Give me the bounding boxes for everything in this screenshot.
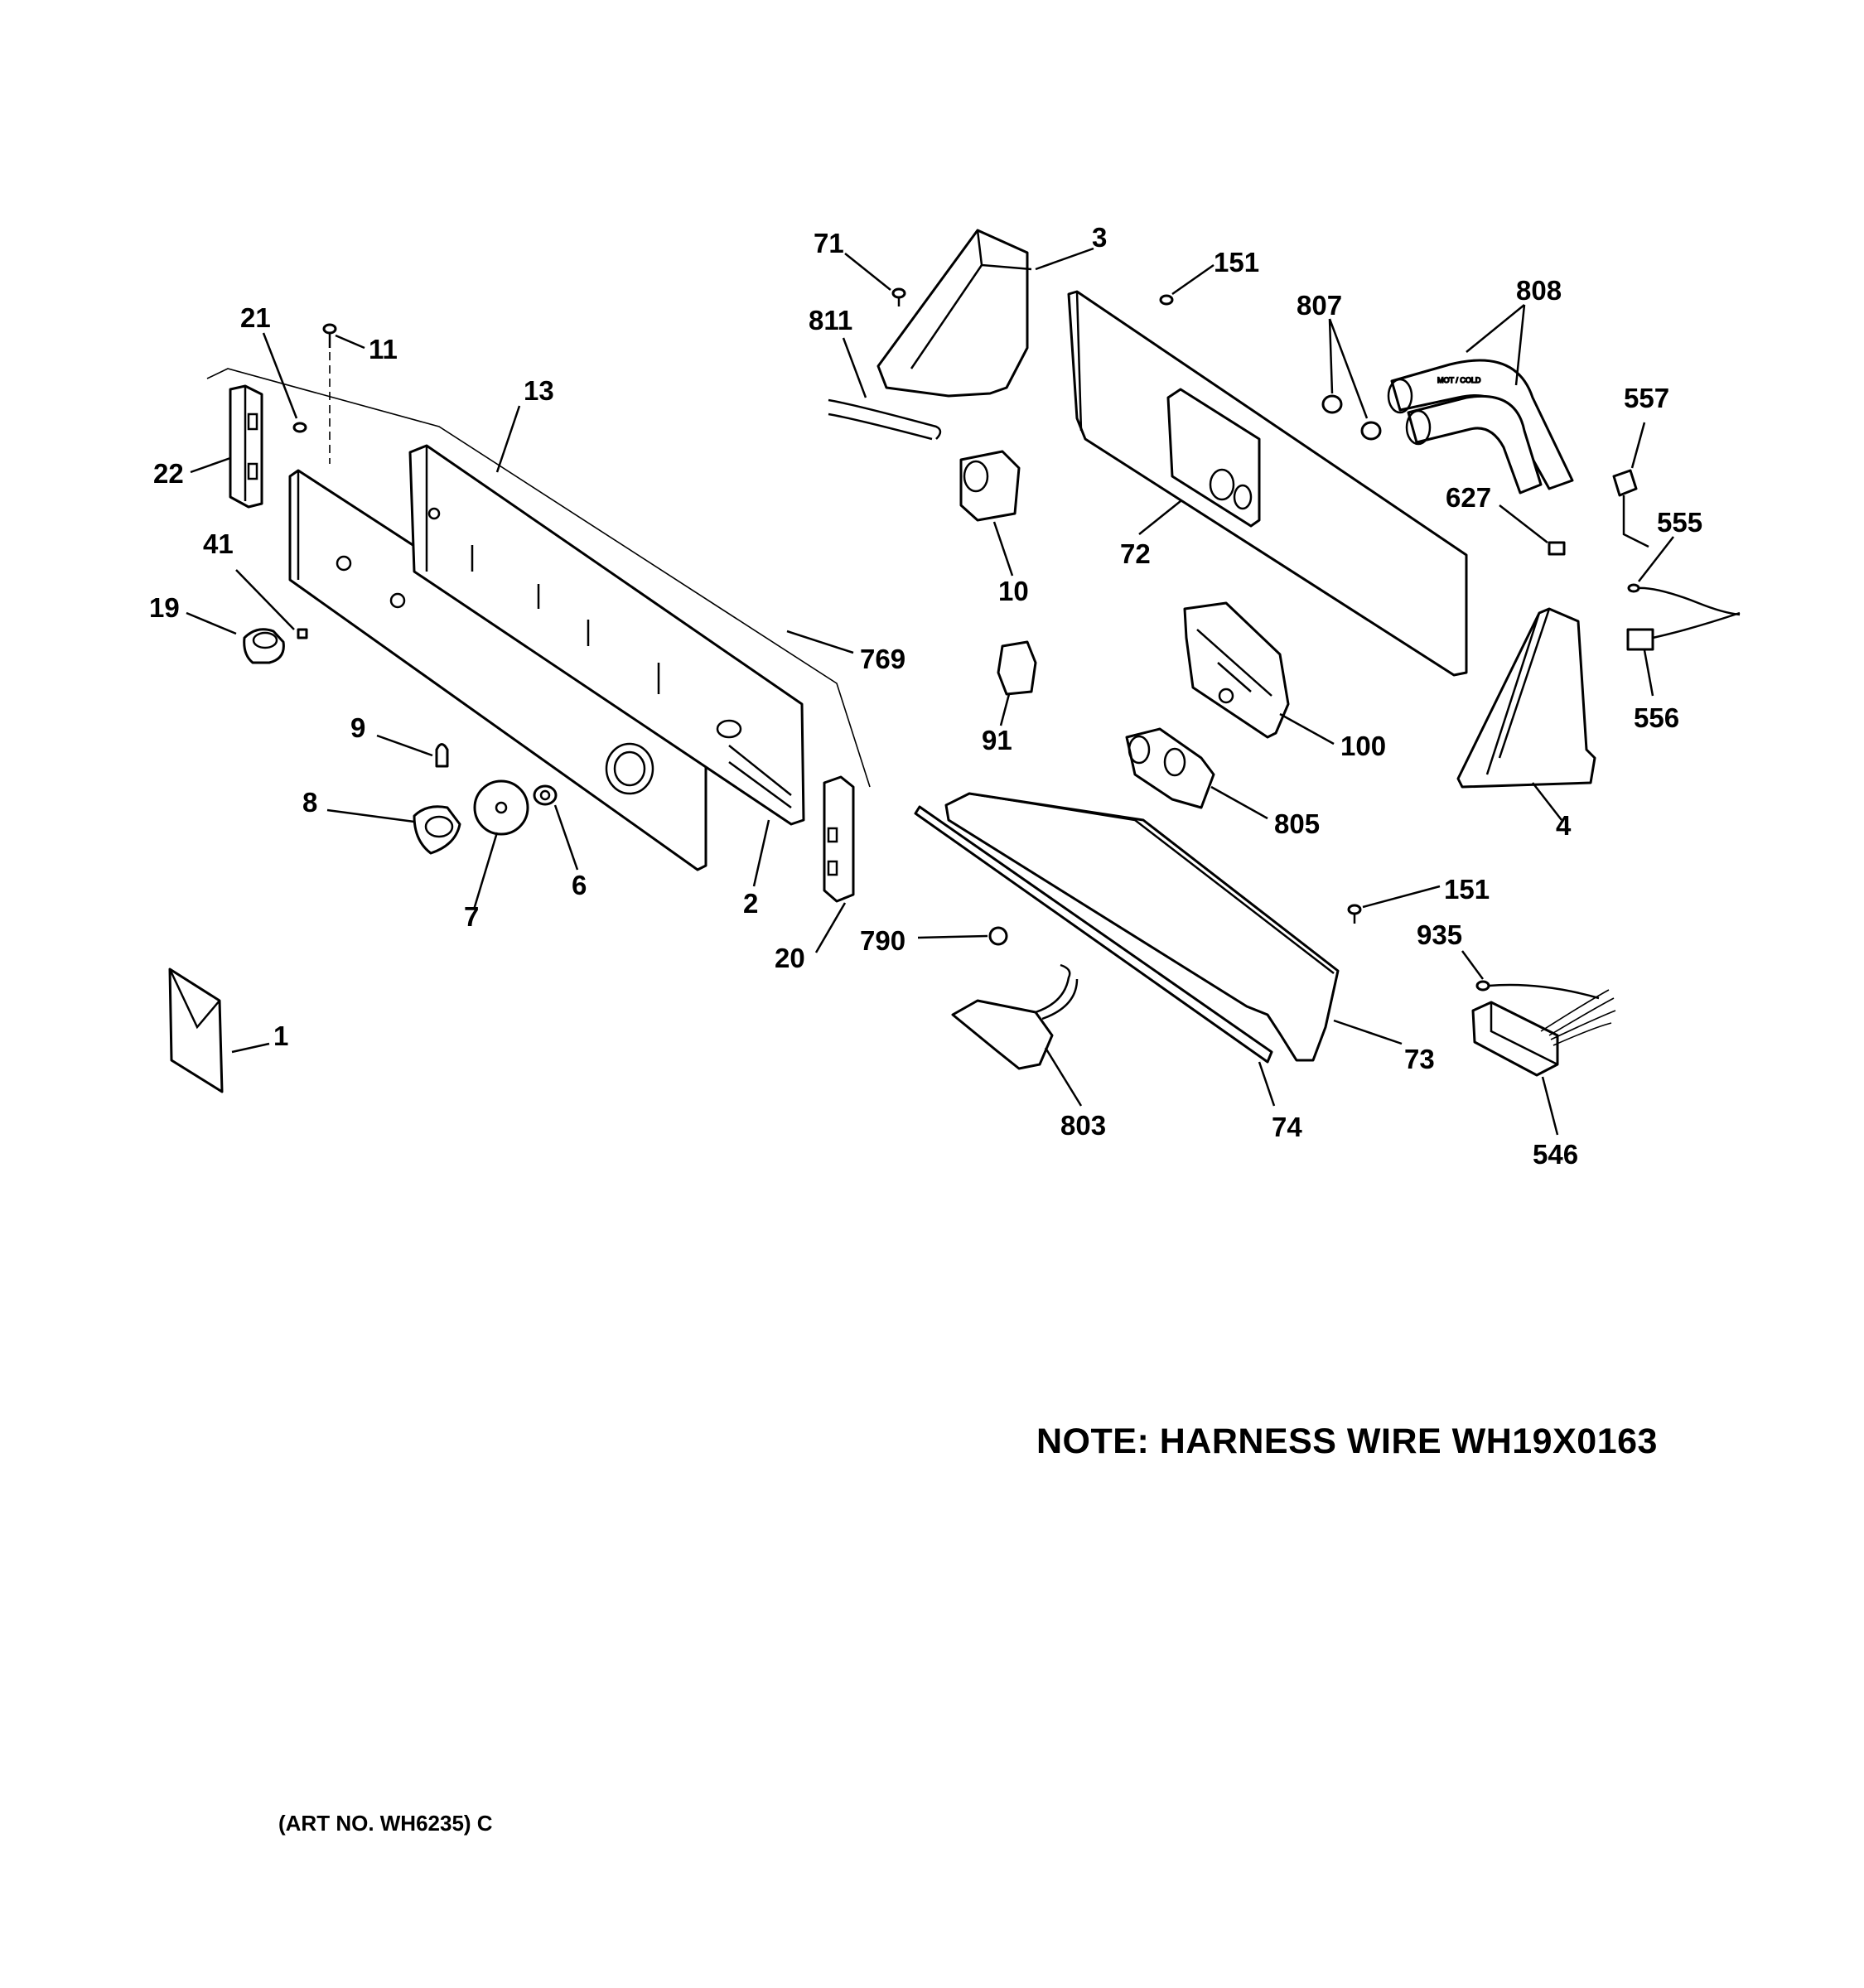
label-22: 22 <box>153 458 184 489</box>
part-557-sensor <box>1612 469 1649 548</box>
label-13: 13 <box>524 375 554 406</box>
label-557: 557 <box>1624 383 1669 413</box>
label-72: 72 <box>1120 538 1151 569</box>
label-41: 41 <box>203 528 234 559</box>
part-41-bushing <box>297 628 308 639</box>
label-6: 6 <box>572 870 587 900</box>
part-790-clamp <box>988 926 1008 946</box>
part-9-clip <box>435 743 449 768</box>
part-807-washer <box>1321 394 1382 441</box>
part-22-end-cap <box>229 384 263 509</box>
part-10-pressure-switch <box>959 450 1021 522</box>
part-72-back-panel <box>1067 290 1468 677</box>
label-1: 1 <box>273 1021 288 1051</box>
label-2: 2 <box>743 888 758 919</box>
part-71-screw <box>891 287 906 306</box>
label-73: 73 <box>1404 1044 1435 1074</box>
part-808-inlet-hoses: MOT / COLD <box>1387 359 1574 495</box>
part-21-screw <box>292 422 307 433</box>
part-11-screw <box>322 323 337 464</box>
label-7: 7 <box>464 901 479 932</box>
label-546: 546 <box>1533 1139 1578 1170</box>
part-4-bracket <box>1456 607 1596 789</box>
label-9: 9 <box>350 712 365 743</box>
part-labels: 71 3 151 807 808 811 21 11 13 557 22 627… <box>149 222 1702 1170</box>
part-556-connector <box>1626 611 1741 651</box>
label-769: 769 <box>860 644 905 674</box>
label-811: 811 <box>809 305 852 335</box>
part-803-bracket <box>951 963 1079 1070</box>
leader-lines <box>186 247 1674 1136</box>
label-3: 3 <box>1092 222 1107 253</box>
label-555: 555 <box>1657 507 1702 538</box>
harness-wire-note: NOTE: HARNESS WIRE WH19X0163 <box>1036 1421 1658 1461</box>
part-8-knob <box>413 805 461 855</box>
part-151-screw-top <box>1159 294 1174 306</box>
label-935: 935 <box>1417 919 1462 950</box>
part-546-harness <box>1471 989 1616 1077</box>
label-790: 790 <box>860 925 905 956</box>
part-91-switch <box>997 640 1037 696</box>
part-73-bracket <box>944 792 1340 1062</box>
part-805-water-valve <box>1125 727 1215 809</box>
label-808: 808 <box>1516 275 1562 306</box>
label-91: 91 <box>982 725 1012 755</box>
part-7-dial <box>473 779 529 836</box>
label-151-top: 151 <box>1214 247 1259 277</box>
part-6-nut <box>533 784 558 806</box>
label-11: 11 <box>369 334 398 364</box>
part-20-end-cap <box>823 775 855 903</box>
part-555-wire <box>1627 583 1741 616</box>
label-74: 74 <box>1272 1112 1302 1142</box>
part-74-bar <box>914 805 1273 1064</box>
part-1-manual <box>168 967 224 1093</box>
label-151-bottom: 151 <box>1444 874 1490 905</box>
label-19: 19 <box>149 592 180 623</box>
part-935-wire <box>1475 980 1600 1000</box>
label-71: 71 <box>814 228 844 258</box>
label-21: 21 <box>240 302 271 333</box>
part-811-hose <box>828 398 942 441</box>
part-19-knob <box>243 628 285 664</box>
label-805: 805 <box>1274 808 1320 839</box>
part-100-timer <box>1183 601 1290 739</box>
art-number: (ART NO. WH6235) C <box>278 1811 493 1836</box>
label-8: 8 <box>302 787 317 818</box>
panel-outline <box>206 368 871 788</box>
label-803: 803 <box>1060 1110 1106 1141</box>
hose-stamp: MOT / COLD <box>1437 376 1481 384</box>
label-807: 807 <box>1297 290 1342 321</box>
label-20: 20 <box>775 943 805 973</box>
label-4: 4 <box>1556 810 1572 841</box>
part-151-screw-bottom <box>1347 904 1362 924</box>
label-10: 10 <box>998 576 1029 606</box>
label-627: 627 <box>1446 482 1491 513</box>
part-3-bracket <box>876 229 1032 398</box>
part-13-control-panel <box>288 469 707 871</box>
label-100: 100 <box>1340 731 1386 761</box>
part-2-panel-frame <box>408 444 805 826</box>
label-556: 556 <box>1634 702 1679 733</box>
part-627-clip <box>1548 541 1566 556</box>
